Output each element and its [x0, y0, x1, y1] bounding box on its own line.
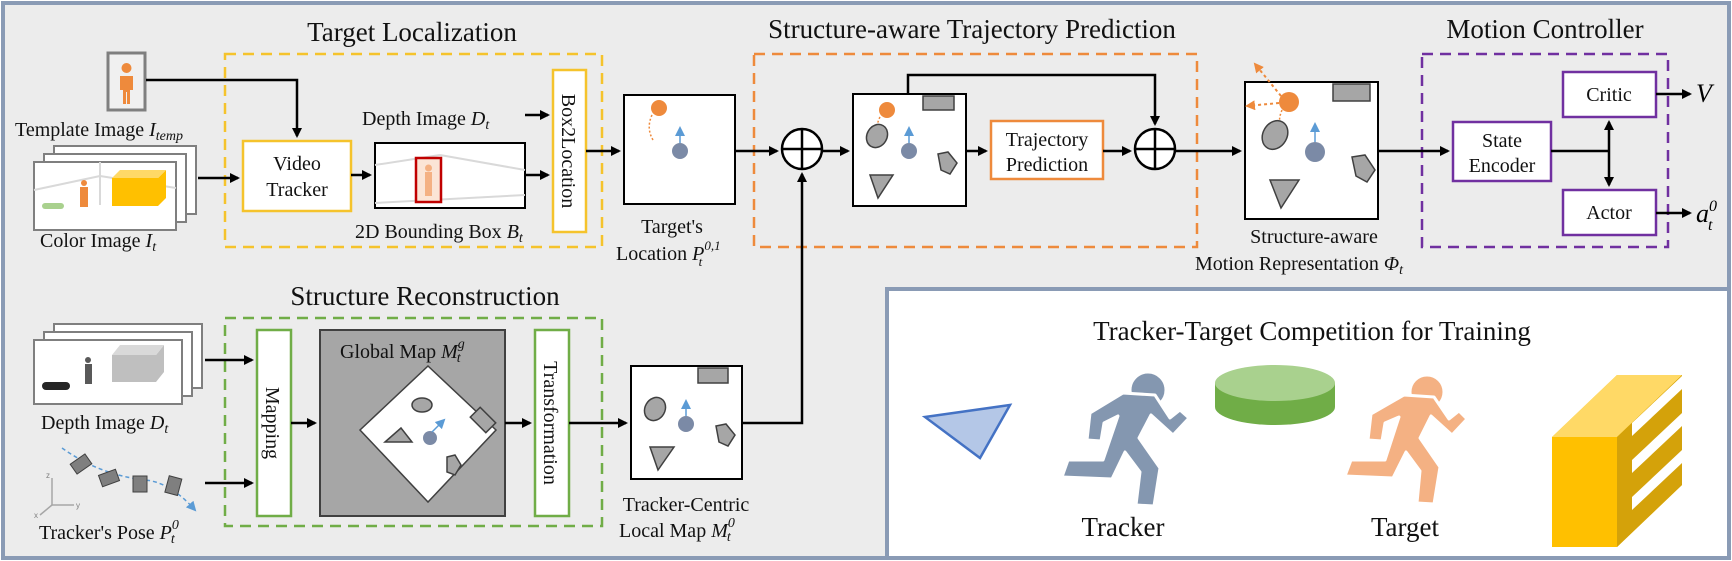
mapping-label: Mapping	[261, 387, 283, 459]
depth-image-bottom-label: Depth Image Dt	[41, 412, 169, 437]
bbox-image	[374, 142, 526, 209]
local-map	[630, 365, 743, 480]
target-runner-icon	[1343, 373, 1469, 506]
svg-text:z: z	[46, 471, 50, 480]
title-trajectory-prediction: Structure-aware Trajectory Prediction	[768, 14, 1176, 44]
video-tracker-label-2: Tracker	[266, 179, 328, 201]
title-competition: Tracker-Target Competition for Training	[1093, 316, 1531, 346]
green-disc-icon	[1215, 365, 1335, 425]
flow-arrows	[146, 73, 1692, 488]
box2location-label: Box2Location	[557, 94, 579, 208]
actor-box	[1561, 188, 1658, 237]
triangle-obstacle-icon	[921, 403, 1013, 460]
title-target-localization: Target Localization	[307, 17, 517, 47]
title-motion-controller: Motion Controller	[1446, 14, 1643, 44]
depth-image-top-label: Depth Image Dt	[362, 108, 490, 133]
fusion-sum-1	[780, 127, 824, 171]
transformation-label: Transformation	[539, 361, 561, 485]
tracker-runner-icon	[1060, 370, 1191, 508]
trajectory-prediction-box	[989, 119, 1105, 181]
target-location-label-1: Target's	[641, 216, 703, 238]
motion-representation-map	[1244, 62, 1379, 220]
trajectory-prediction-label-1: Trajectory	[1006, 129, 1089, 151]
fusion-sum-2	[1133, 127, 1177, 171]
bbox-label: 2D Bounding Box Bt	[355, 221, 524, 246]
critic-label: Critic	[1586, 84, 1632, 106]
local-map-label-1: Tracker-Centric	[623, 494, 750, 516]
actor-label: Actor	[1586, 202, 1632, 224]
svg-text:x: x	[34, 511, 38, 520]
critic-box	[1561, 70, 1658, 119]
video-tracker-box	[241, 139, 353, 213]
transformation-box	[533, 328, 571, 518]
trajectory-prediction-label-2: Prediction	[1006, 154, 1088, 176]
target-location-map	[623, 94, 736, 205]
motion-representation-label-2: Motion Representation Φt	[1195, 253, 1404, 278]
color-image-stack	[33, 145, 197, 231]
structure-reconstruction-frame	[223, 316, 604, 528]
prediction-input-map	[852, 93, 967, 207]
competition-target-label: Target	[1371, 512, 1440, 542]
state-encoder-label-2: Encoder	[1469, 155, 1536, 177]
color-image-label: Color Image It	[40, 230, 157, 255]
depth-image-stack	[33, 323, 203, 405]
global-map	[319, 329, 506, 517]
competition-tracker-label: Tracker	[1082, 512, 1165, 542]
yellow-shelf-box-icon	[1552, 375, 1682, 547]
state-encoder-label-1: State	[1482, 130, 1522, 152]
tracker-pose-trajectory: z y x	[34, 447, 197, 520]
template-image-label: Template Image Itemp	[15, 119, 183, 144]
box2location-box	[551, 68, 588, 234]
svg-text:y: y	[76, 501, 80, 510]
value-output: V	[1696, 79, 1715, 108]
template-image	[106, 51, 147, 112]
motion-representation-label-1: Structure-aware	[1250, 226, 1378, 248]
state-encoder-box	[1451, 120, 1553, 183]
video-tracker-label-1: Video	[273, 153, 321, 175]
title-structure-reconstruction: Structure Reconstruction	[290, 281, 560, 311]
